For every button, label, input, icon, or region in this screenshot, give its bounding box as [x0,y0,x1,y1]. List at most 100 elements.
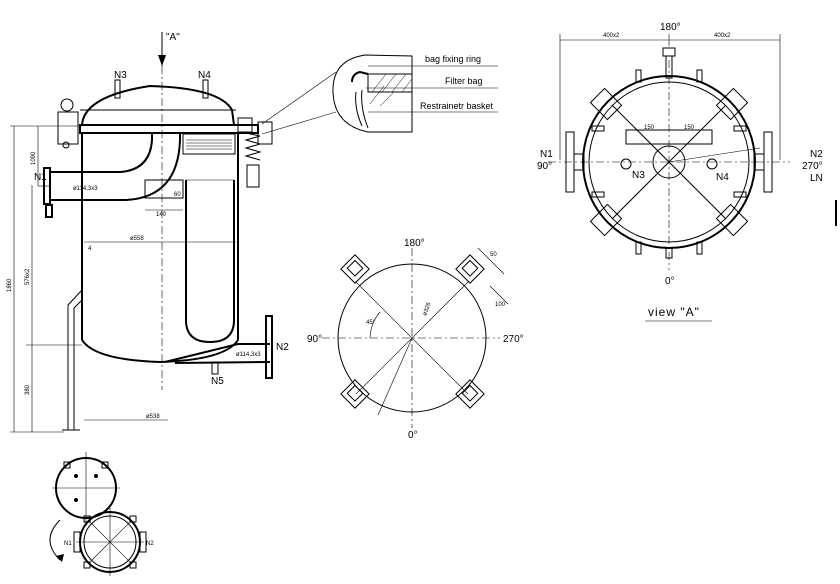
thumb-n2-label: N2 [146,541,154,547]
nozzle-n4-pipe [202,79,209,99]
leg-left-inner [73,299,83,430]
view-a-rim-bolts [591,69,747,259]
elevation-view: "A" N3 N4 N1 ø114,3x3 [7,32,289,433]
view-a-clamps [589,87,749,237]
plan-radial [377,337,413,416]
view-a-n4-label: N4 [716,172,729,183]
dim-538-label: ø538 [146,414,160,420]
bolt-head [237,117,253,133]
detail-bag-edge [355,91,363,127]
dim-60-label: 60 [174,192,181,198]
dim-4-label: 4 [88,246,92,252]
thumb-lower-diag-2 [89,521,131,563]
callout-leader-bottom [261,111,337,135]
view-a-n2-pipe [753,153,765,171]
view-a-dim-150b: 150 [684,125,695,131]
plan-angle-bottom: 0° [408,430,418,441]
plan-dim-50-line [477,247,505,275]
view-a-angle-bottom: 0° [665,276,675,287]
label-bag-fixing-ring: bag fixing ring [425,54,481,64]
view-a-n1-pipe [573,153,585,171]
view-a-n1-label: N1 [540,149,553,160]
lid-clamp [57,111,79,145]
view-a-dim-150a: 150 [644,125,655,131]
plan-dim-50: 50 [490,252,497,258]
dim-380-label: 380 [25,384,31,395]
view-a-n2-label: N2 [810,149,823,160]
thumb-n1-flange [73,531,81,553]
dim-1090-label: 1090 [31,151,37,165]
detail-basket-edge [361,89,369,129]
nozzle-n2-flange [265,315,273,379]
thumb-port-1 [74,474,78,478]
dim-140-label: 140 [156,212,167,218]
view-a-angle-left: 90° [537,161,552,172]
n1-size-label: ø114,3x3 [73,186,98,192]
side-box [144,179,184,199]
view-a-dim-right: 400x2 [714,33,731,39]
view-a-marker: "A" [166,32,180,43]
outlet-pipe-top [164,343,270,363]
detail-callout: bag fixing ring Filter bag Restrainetr b… [261,54,498,135]
detail-ring-body [367,73,413,93]
bag-coil [186,139,232,150]
view-a-center-box [625,129,713,145]
dim-1860-label: 1860 [7,278,13,292]
filter-bag [185,180,235,344]
thumb-n2-flange [139,531,147,553]
dim-558-label: ø558 [130,236,144,242]
nozzle-n1-support [45,204,53,218]
vessel-lid [81,84,235,126]
view-a-arrow-head [158,55,166,66]
nozzle-n3-label: N3 [114,70,127,81]
view-a: 180° 400x2 400x2 150 150 [537,22,823,322]
lifting-eye [60,98,74,112]
spring-base [246,164,260,188]
thumb-port-3 [74,498,78,502]
nozzle-n5-label: N5 [211,376,224,387]
thumb-upper-lug-2 [101,461,109,469]
plan-angle-top: 180° [404,238,425,249]
plan-leg-pads [340,254,485,409]
outlet-pipe-bottom [174,361,271,364]
view-a-angle-right: 270° [802,161,823,172]
label-filter-bag: Filter bag [445,76,483,86]
vessel-flange [79,124,259,134]
nozzle-n5-pipe [211,361,219,375]
plan-angle-45: 45° [366,320,376,326]
plan-angle-arc [369,311,381,339]
label-restrainer-basket: Restrainetr basket [420,101,494,111]
thumb-lower-lug-3 [83,561,91,569]
view-a-n4-hole [706,158,718,170]
detail-frame [332,54,413,133]
thumb-rotation-arc [49,519,61,561]
bag-top-ring [182,133,236,155]
detail-ring-hook [351,70,369,83]
leg-left-outer [67,289,83,430]
thumb-rotation-arrow [56,554,64,562]
inlet-pipe-inner [50,133,181,201]
thumb-lower-lug-1 [83,515,91,523]
thumb-upper-lug-1 [63,461,71,469]
view-a-n3-hole [620,158,632,170]
view-a-angle-top: 180° [660,22,681,33]
nozzle-n2-label: N2 [276,342,289,353]
dim-576-label: 576x2 [25,268,31,285]
plan-dim-100: 100 [495,302,506,308]
plan-view: 45° ø326 50 100 180° 90° 270° 0° [307,238,524,441]
plan-angle-right: 270° [503,334,524,345]
detail-hatching [369,73,413,107]
clamp-pivot [62,141,70,149]
nozzle-n4-label: N4 [198,70,211,81]
vessel-bottom-head [81,339,239,364]
thumb-lower-lug-4 [129,561,137,569]
view-a-dim-left: 400x2 [603,33,620,39]
plan-angle-left: 90° [307,334,322,345]
thumb-n1-label: N1 [64,541,72,547]
callout-leader-top [261,71,337,125]
nozzle-n1-label: N1 [34,172,47,183]
thumbnail-view: N1 N2 [49,452,154,576]
n2-size-label: ø114,3x3 [236,352,261,358]
plan-dim-100-line [489,285,509,305]
